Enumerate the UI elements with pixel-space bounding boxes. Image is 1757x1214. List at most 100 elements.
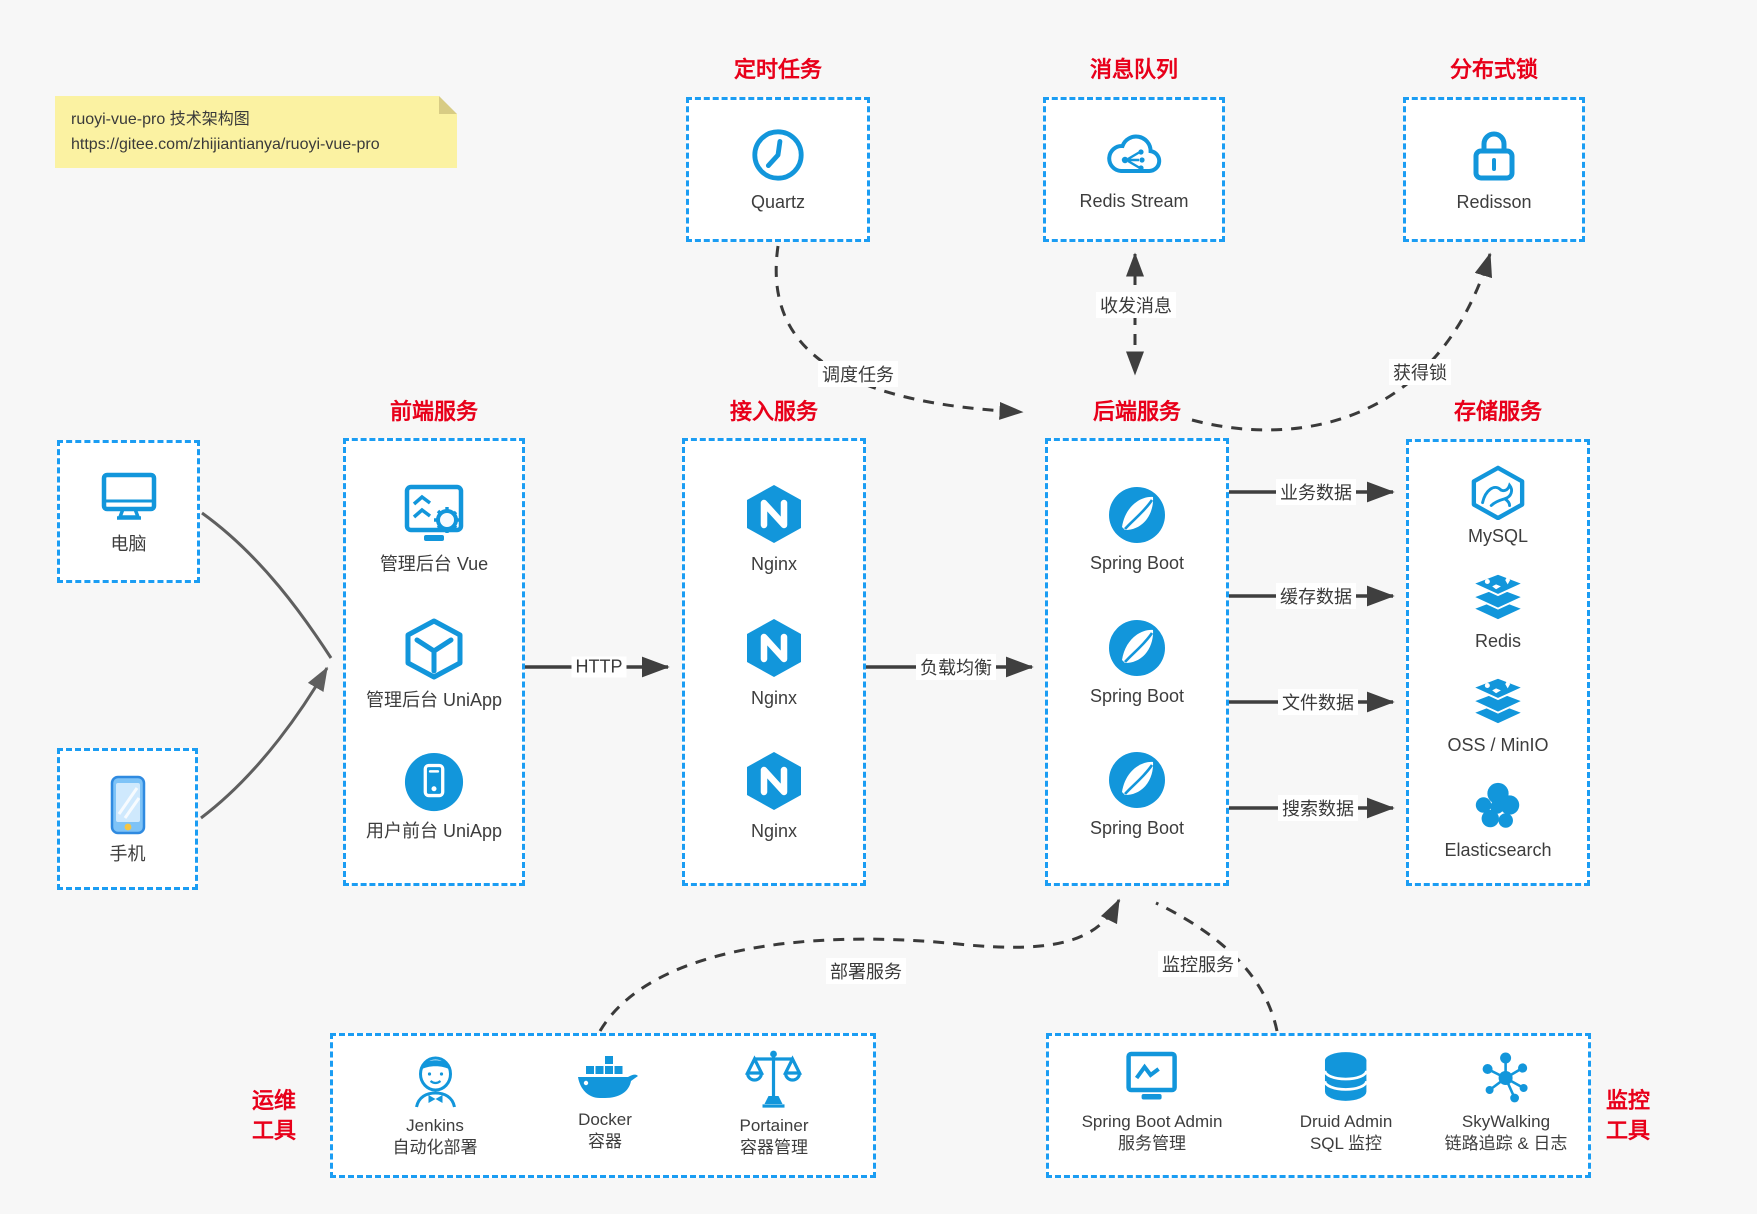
group-title-ops: 运维 工具: [252, 1088, 297, 1143]
gateway-services-box: Nginx Nginx Nginx: [682, 438, 866, 886]
edge-label-load-balance: 负载均衡: [916, 654, 996, 680]
list-item: Spring Boot: [1090, 485, 1184, 574]
list-item: Spring Boot Admin 服务管理: [1081, 1048, 1223, 1155]
item-label: Spring Boot Admin: [1081, 1112, 1223, 1131]
nginx-hexagon-icon: [747, 752, 801, 811]
item-label: Spring Boot: [1089, 552, 1185, 573]
jenkins-butler-icon: [414, 1056, 456, 1108]
clock-icon: [752, 129, 804, 181]
item-label: Elasticsearch: [1444, 840, 1552, 861]
item-label: Redis: [1474, 630, 1522, 651]
spring-leaf-icon: [1109, 619, 1165, 676]
uniapp-cube-icon: [405, 618, 463, 679]
item-label: 用户前台 UniApp: [365, 821, 503, 842]
item-label: Redis Stream: [1079, 191, 1189, 211]
list-item: Elasticsearch: [1444, 778, 1552, 861]
edge-label-send-receive-msg: 收发消息: [1096, 292, 1176, 318]
list-item: OSS / MinIO: [1447, 673, 1549, 756]
edge-label-deploy-service: 部署服务: [826, 958, 906, 984]
list-item: Redis Stream: [1079, 127, 1189, 212]
list-item: Spring Boot: [1090, 750, 1184, 839]
item-label: Nginx: [750, 687, 798, 708]
monitoring-tools-box: Spring Boot Admin 服务管理 Druid Admin SQL 监…: [1046, 1033, 1591, 1178]
group-title-lock: 分布式锁: [1449, 57, 1539, 82]
database-cylinder-icon: [1323, 1052, 1369, 1101]
item-sublabel: 容器: [588, 1132, 622, 1151]
group-title-frontend: 前端服务: [389, 399, 479, 424]
list-item: 电脑: [97, 468, 161, 555]
list-item: Jenkins 自动化部署: [393, 1048, 478, 1159]
list-item: Spring Boot: [1090, 618, 1184, 707]
item-label: OSS / MinIO: [1447, 735, 1549, 756]
item-label: Quartz: [750, 192, 806, 212]
frontend-services-box: 管理后台 Vue 管理后台 UniApp 用户前台 UniApp: [343, 438, 525, 886]
item-label: Spring Boot: [1089, 818, 1185, 839]
docker-whale-icon: [578, 1056, 638, 1098]
item-label: Portainer: [739, 1116, 809, 1135]
edge-label-search-data: 搜索数据: [1278, 795, 1358, 821]
backend-services-box: Spring Boot Spring Boot Spring Boot: [1045, 438, 1229, 886]
portainer-scales-icon: [745, 1050, 803, 1108]
skywalking-topology-icon: [1482, 1052, 1528, 1103]
redis-stack-icon: [1470, 572, 1526, 621]
elastic-cluster-icon: [1475, 783, 1520, 828]
curve-computer-to-frontend: [201, 511, 333, 659]
cloud-share-icon: [1107, 134, 1162, 174]
nginx-hexagon-icon: [747, 618, 801, 677]
edge-label-http: HTTP: [571, 656, 627, 678]
item-label: Jenkins: [406, 1116, 464, 1135]
group-title-storage: 存储服务: [1453, 399, 1543, 424]
list-item: Quartz: [749, 126, 807, 213]
group-title-monitoring: 监控 工具: [1606, 1088, 1651, 1143]
lock-box: Redisson: [1403, 97, 1585, 242]
list-item: Redisson: [1456, 126, 1532, 213]
group-title-backend: 后端服务: [1092, 399, 1182, 424]
item-label: Redisson: [1456, 192, 1532, 212]
list-item: Nginx: [743, 749, 805, 842]
item-label: 电脑: [110, 534, 147, 554]
phone-box: 手机: [57, 748, 198, 890]
arrow-deploy-service: [598, 898, 1121, 1032]
item-sublabel: 自动化部署: [392, 1138, 478, 1157]
list-item: Nginx: [743, 616, 805, 709]
admin-monitor-icon: [1126, 1051, 1178, 1100]
item-label: Spring Boot: [1089, 685, 1185, 706]
item-label: MySQL: [1467, 525, 1528, 546]
list-item: MySQL: [1468, 464, 1528, 547]
computer-box: 电脑: [57, 440, 200, 583]
smartphone-icon: [110, 775, 145, 834]
item-label: Nginx: [750, 821, 798, 842]
mysql-dolphin-icon: [1471, 465, 1525, 520]
spring-leaf-icon: [1109, 486, 1165, 543]
item-sublabel: 服务管理: [1118, 1134, 1186, 1153]
list-item: 用户前台 UniApp: [366, 751, 502, 842]
edge-label-acquire-lock: 获得锁: [1389, 359, 1451, 385]
edge-label-monitor-service: 监控服务: [1158, 951, 1238, 977]
arrow-schedule-task: [774, 245, 1024, 420]
list-item: Druid Admin SQL 监控: [1300, 1048, 1392, 1155]
curve-phone-to-frontend: [200, 666, 329, 820]
edge-label-cache-data: 缓存数据: [1276, 583, 1356, 609]
group-title-scheduler: 定时任务: [733, 57, 823, 82]
list-item: 管理后台 Vue: [380, 482, 488, 575]
nginx-hexagon-icon: [747, 484, 801, 543]
list-item: 管理后台 UniApp: [366, 616, 502, 711]
storage-services-box: MySQL Redis: [1406, 439, 1590, 886]
group-title-gateway: 接入服务: [729, 399, 819, 424]
note-fold-corner: [439, 96, 457, 114]
admin-dashboard-icon: [404, 484, 464, 541]
list-item: Docker 容器: [572, 1048, 638, 1153]
mq-box: Redis Stream: [1043, 97, 1225, 242]
list-item: Nginx: [743, 482, 805, 575]
item-label: Docker: [578, 1110, 632, 1129]
item-label: 手机: [109, 843, 146, 864]
list-item: Redis: [1468, 569, 1528, 652]
mobile-circle-icon: [404, 753, 464, 812]
item-label: 管理后台 UniApp: [365, 689, 503, 710]
item-sublabel: 容器管理: [739, 1138, 808, 1157]
list-item: 手机: [105, 774, 151, 865]
item-label: 管理后台 Vue: [379, 553, 489, 574]
edge-label-schedule-task: 调度任务: [818, 361, 898, 387]
item-sublabel: SQL 监控: [1309, 1134, 1383, 1153]
